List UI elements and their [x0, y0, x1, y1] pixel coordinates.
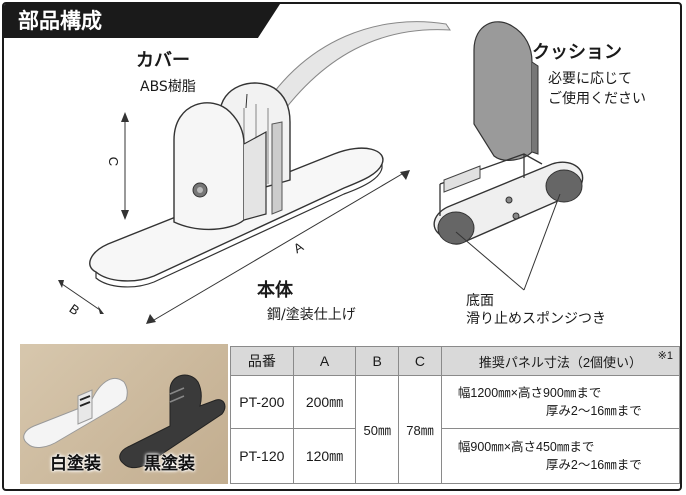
- cushion-note-line1: 必要に応じて: [548, 71, 632, 87]
- body-label: 本体: [257, 280, 293, 301]
- table-row: PT-200 200㎜ 50㎜ 78㎜ 幅1200㎜×高さ900㎜まで 厚み2～…: [230, 375, 680, 484]
- panel-size: 幅900㎜×高さ450㎜まで: [457, 440, 595, 454]
- cover-material: ABS樹脂: [140, 79, 196, 95]
- parts-illustration: [58, 21, 584, 324]
- section-title: 部品構成: [4, 4, 280, 38]
- header-model: 品番: [230, 346, 294, 376]
- header-b: B: [355, 346, 400, 376]
- table-row: PT-120 120㎜ 幅900㎜×高さ450㎜まで 厚み2～16㎜まで: [230, 428, 680, 484]
- spec-table: 品番 A B C 推奨パネル寸法（2個使い） ※1 PT-200 200㎜ 50…: [230, 346, 680, 484]
- panel-thickness: 厚み2～16㎜まで: [545, 404, 642, 418]
- panel-cell: 幅1200㎜×高さ900㎜まで 厚み2～16㎜まで: [440, 375, 680, 429]
- cover-front-icon: [173, 102, 245, 231]
- header-a: A: [292, 346, 357, 376]
- header-panel: 推奨パネル寸法（2個使い） ※1: [440, 346, 680, 376]
- pad-label-line2: 滑り止めスポンジつき: [466, 311, 606, 327]
- panel-cell: 幅900㎜×高さ450㎜まで 厚み2～16㎜まで: [440, 428, 680, 484]
- white-product-icon: [23, 377, 128, 448]
- sponge-pad-right-icon: [545, 169, 583, 203]
- dimension-c-label: C: [106, 156, 122, 167]
- note-mark: ※1: [657, 350, 673, 362]
- header-c: C: [398, 346, 442, 376]
- cushion-note-line2: ご使用ください: [548, 91, 646, 107]
- cushion-icon: [473, 21, 533, 161]
- sponge-pad-left-icon: [437, 211, 475, 245]
- black-finish-label: 黒塗装: [144, 454, 195, 474]
- diagram-frame: 部品構成: [2, 2, 682, 491]
- header-panel-text: 推奨パネル寸法（2個使い）: [478, 354, 643, 370]
- panel-thickness: 厚み2～16㎜まで: [545, 458, 642, 472]
- a-cell: 120㎜: [292, 428, 357, 484]
- cover-label: カバー: [136, 50, 190, 71]
- c-cell: 78㎜: [398, 375, 442, 484]
- white-finish-label: 白塗装: [50, 454, 101, 474]
- cushion-label: クッション: [532, 42, 622, 63]
- pad-label-line1: 底面: [466, 293, 494, 309]
- body-finish: 鋼/塗装仕上げ: [267, 307, 356, 323]
- a-cell: 200㎜: [292, 375, 357, 429]
- model-cell: PT-200: [230, 375, 294, 429]
- b-cell: 50㎜: [355, 375, 400, 484]
- product-photo: 白塗装 黒塗装: [20, 344, 228, 484]
- model-cell: PT-120: [230, 428, 294, 484]
- black-product-icon: [119, 374, 226, 469]
- panel-size: 幅1200㎜×高さ900㎜まで: [457, 386, 602, 400]
